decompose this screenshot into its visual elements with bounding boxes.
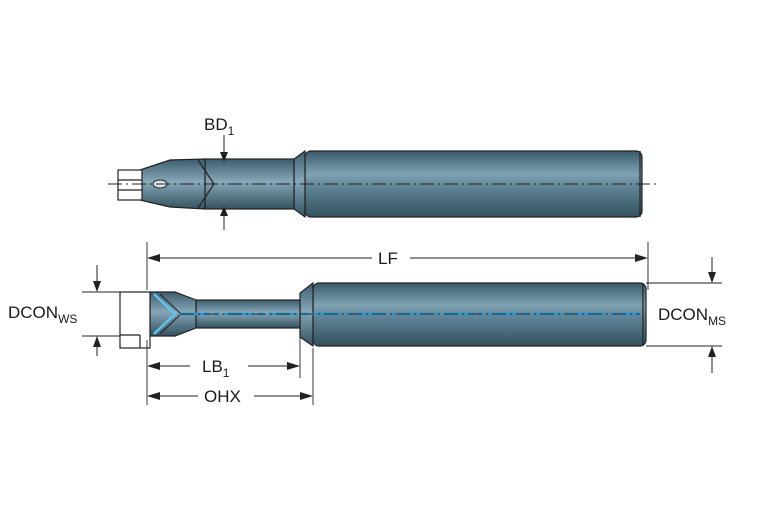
dcon-ws-label: DCONWS: [8, 303, 77, 326]
bottom-insert-v: [153, 293, 177, 335]
bottom-clamp-block: [119, 291, 151, 349]
dcon-ms-label: DCONMS: [658, 305, 726, 328]
top-clamp-block: [117, 169, 143, 201]
top-view: BD1: [108, 115, 660, 230]
bottom-view: LF DCONWS DCONMS LB1 OHX: [8, 242, 726, 406]
ohx-label: OHX: [204, 387, 241, 406]
lb1-label: LB1: [202, 357, 230, 380]
bd1-label: BD1: [204, 115, 235, 138]
top-head: [139, 158, 206, 210]
lf-label: LF: [378, 249, 398, 268]
